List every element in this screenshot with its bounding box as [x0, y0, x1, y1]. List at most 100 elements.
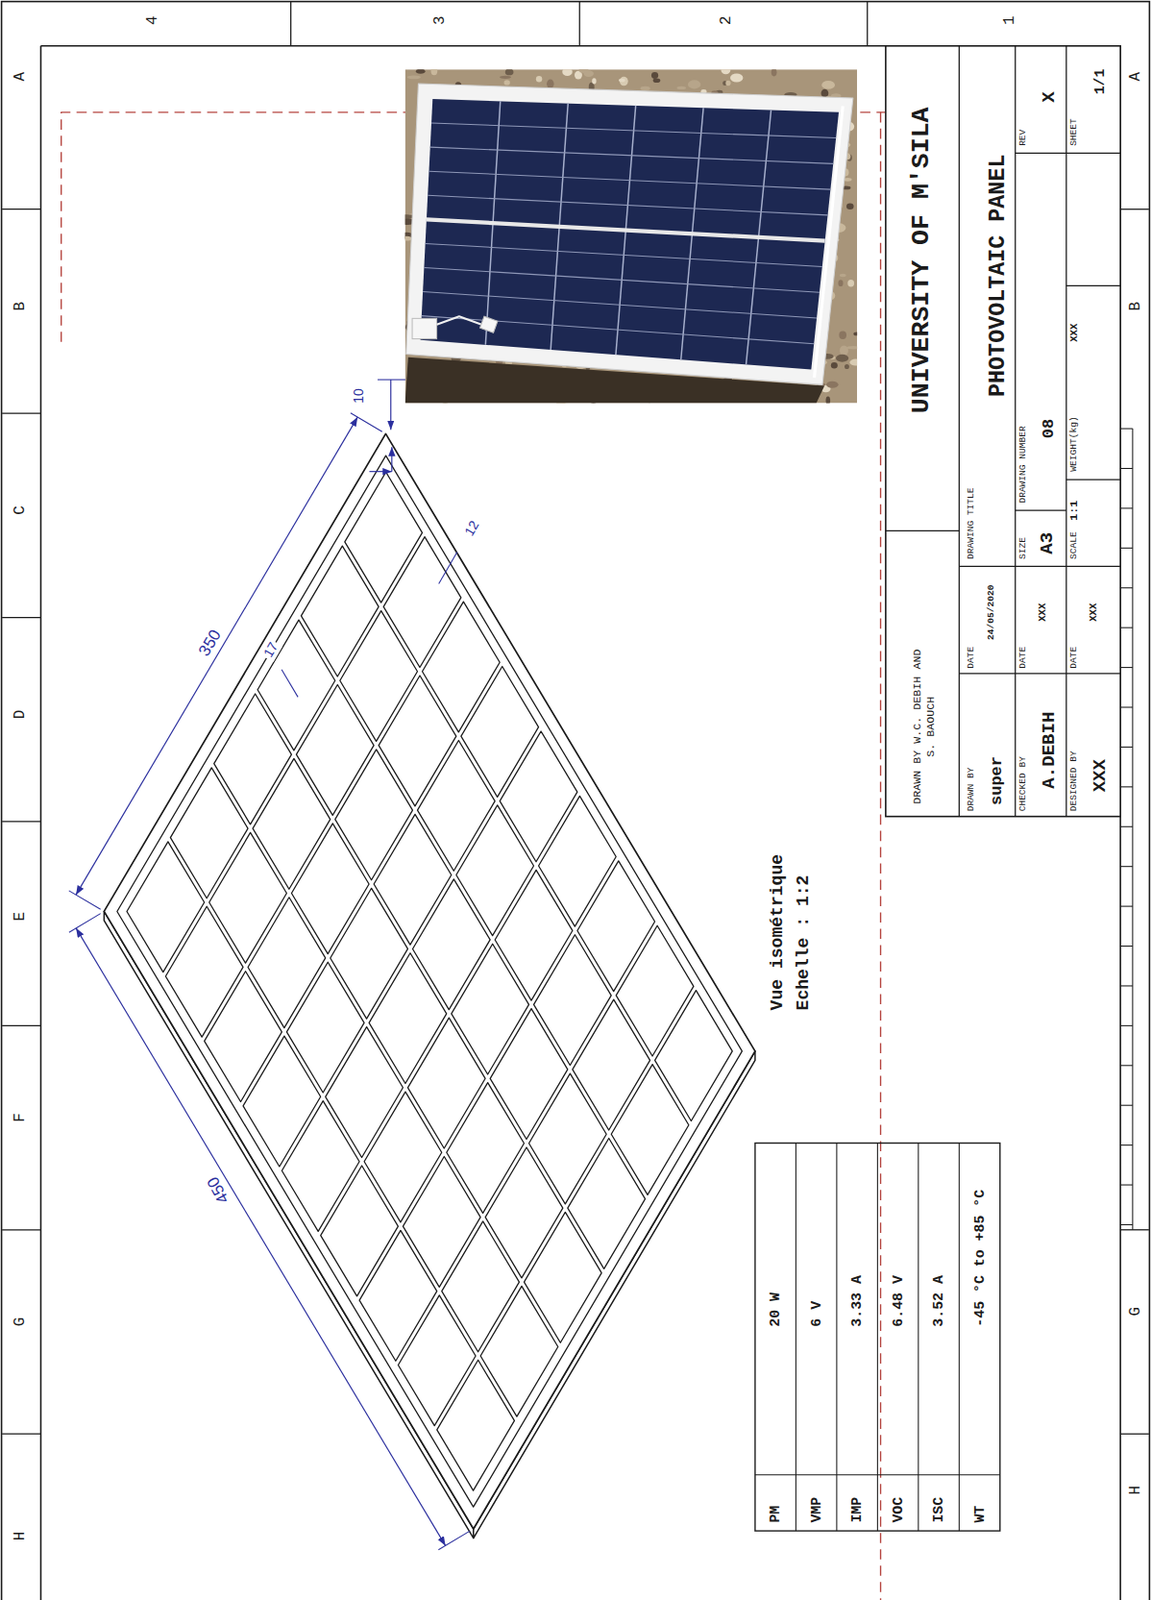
solar-cell — [281, 1101, 360, 1232]
ruler-tick — [1120, 1025, 1133, 1027]
ruler-tick — [1120, 1184, 1133, 1186]
solar-cell — [340, 611, 418, 742]
pebble — [771, 69, 778, 76]
ruler-tick — [1120, 467, 1133, 469]
field-caption: SHEET — [1069, 118, 1080, 147]
field-caption: SCALE — [1069, 531, 1080, 560]
field-value: XXX — [1089, 759, 1111, 792]
dimension-value: 350 — [194, 624, 227, 662]
solar-cell — [494, 869, 573, 1001]
zone-letter: B — [11, 301, 29, 312]
title-block-line — [1065, 46, 1067, 817]
ruler-line — [1131, 428, 1133, 1230]
leader-line — [439, 552, 458, 585]
field-caption: DATE — [966, 646, 978, 669]
gravel-ground — [405, 69, 858, 403]
field-caption: WEIGHT(kg) — [1069, 416, 1080, 471]
solar-cell — [499, 731, 578, 862]
solar-cell — [257, 619, 336, 751]
zone-letter: B — [1126, 301, 1145, 312]
pebble — [826, 381, 839, 389]
pebble — [562, 69, 573, 76]
cell-grid-line — [427, 195, 828, 216]
pebble — [676, 86, 686, 90]
solar-cell — [397, 1295, 476, 1426]
dimension-value: 17 — [260, 637, 284, 662]
zone-divider — [1120, 208, 1150, 210]
dimension-line — [75, 928, 445, 1546]
institution-name: UNIVERSITY OF M'SILA — [907, 106, 938, 414]
title-block-line — [958, 46, 960, 817]
author-note: DRAWN BY W.C. DEBIH AND S. BAOUCH — [911, 642, 938, 811]
table-cell: VOC — [889, 1496, 907, 1523]
solar-cell — [368, 953, 447, 1084]
field-value: super — [987, 756, 1007, 806]
zone-divider — [1, 1025, 41, 1027]
solar-cell — [252, 758, 331, 889]
field-value: XXX — [1087, 603, 1100, 622]
ruler-tick — [1120, 945, 1133, 947]
leader-line — [281, 669, 298, 698]
pebble — [407, 75, 421, 80]
ruler-tick — [1120, 984, 1133, 986]
pebble — [821, 80, 835, 90]
field-value: X — [1038, 91, 1060, 102]
zone-number: 4 — [144, 15, 162, 25]
dimensions — [69, 379, 470, 1550]
spec-table — [755, 1143, 1001, 1532]
pebble — [821, 89, 830, 98]
dimension-value: 10 — [351, 386, 368, 406]
title-block-line — [885, 530, 959, 532]
pebble — [846, 202, 855, 210]
title-block-line — [1066, 152, 1121, 154]
ruler-tick — [1120, 428, 1133, 430]
table-row-line — [877, 1143, 879, 1532]
zone-number: 3 — [432, 15, 450, 25]
solar-cell — [489, 1008, 568, 1140]
solar-cell — [417, 739, 496, 871]
pebble — [499, 75, 512, 79]
pebble — [546, 79, 554, 89]
solar-cell — [209, 832, 288, 963]
pebble — [720, 69, 731, 74]
field-caption: DATE — [1069, 646, 1080, 669]
field-value: 24/05/2020 — [986, 585, 998, 640]
zone-letter: H — [1126, 1485, 1145, 1495]
pebble — [844, 364, 850, 369]
ruler-tick — [1120, 1064, 1133, 1066]
axis-mark — [368, 470, 392, 472]
table-cell: 6 V — [808, 1300, 825, 1327]
title-block-line — [958, 672, 1121, 674]
solar-cell — [214, 693, 293, 825]
zone-divider — [290, 1, 292, 47]
cell-grid-line — [430, 146, 834, 164]
extension-line — [438, 1530, 470, 1550]
dimension-line — [390, 379, 392, 430]
pebble — [838, 330, 847, 339]
table-border — [755, 1143, 1001, 1532]
field-caption: SIZE — [1018, 537, 1029, 560]
solar-cell — [441, 1221, 520, 1352]
cell-grid-line — [425, 243, 823, 267]
solar-cell — [422, 601, 501, 733]
solar-cell — [383, 537, 462, 668]
solar-cell — [446, 1082, 525, 1214]
scale-caption: Echelle : 1:2 — [794, 875, 815, 1011]
table-cell: 6.48 V — [889, 1274, 907, 1327]
table-cell: IMP — [849, 1496, 866, 1523]
solar-cell — [451, 943, 530, 1075]
solar-cell — [524, 1211, 603, 1343]
zone-letter: A — [1126, 72, 1145, 82]
field-value: A.DEBIH — [1038, 710, 1060, 788]
table-cell: PM — [767, 1505, 784, 1523]
pebble — [837, 279, 843, 287]
extension-line — [69, 890, 101, 909]
ruler-tick — [1120, 1224, 1133, 1225]
solar-cell — [480, 1285, 559, 1417]
table-row-line — [795, 1143, 797, 1532]
solar-cell — [291, 823, 369, 955]
pebble — [618, 78, 626, 83]
ruler-tick — [1120, 507, 1133, 509]
solar-cell — [126, 841, 205, 973]
